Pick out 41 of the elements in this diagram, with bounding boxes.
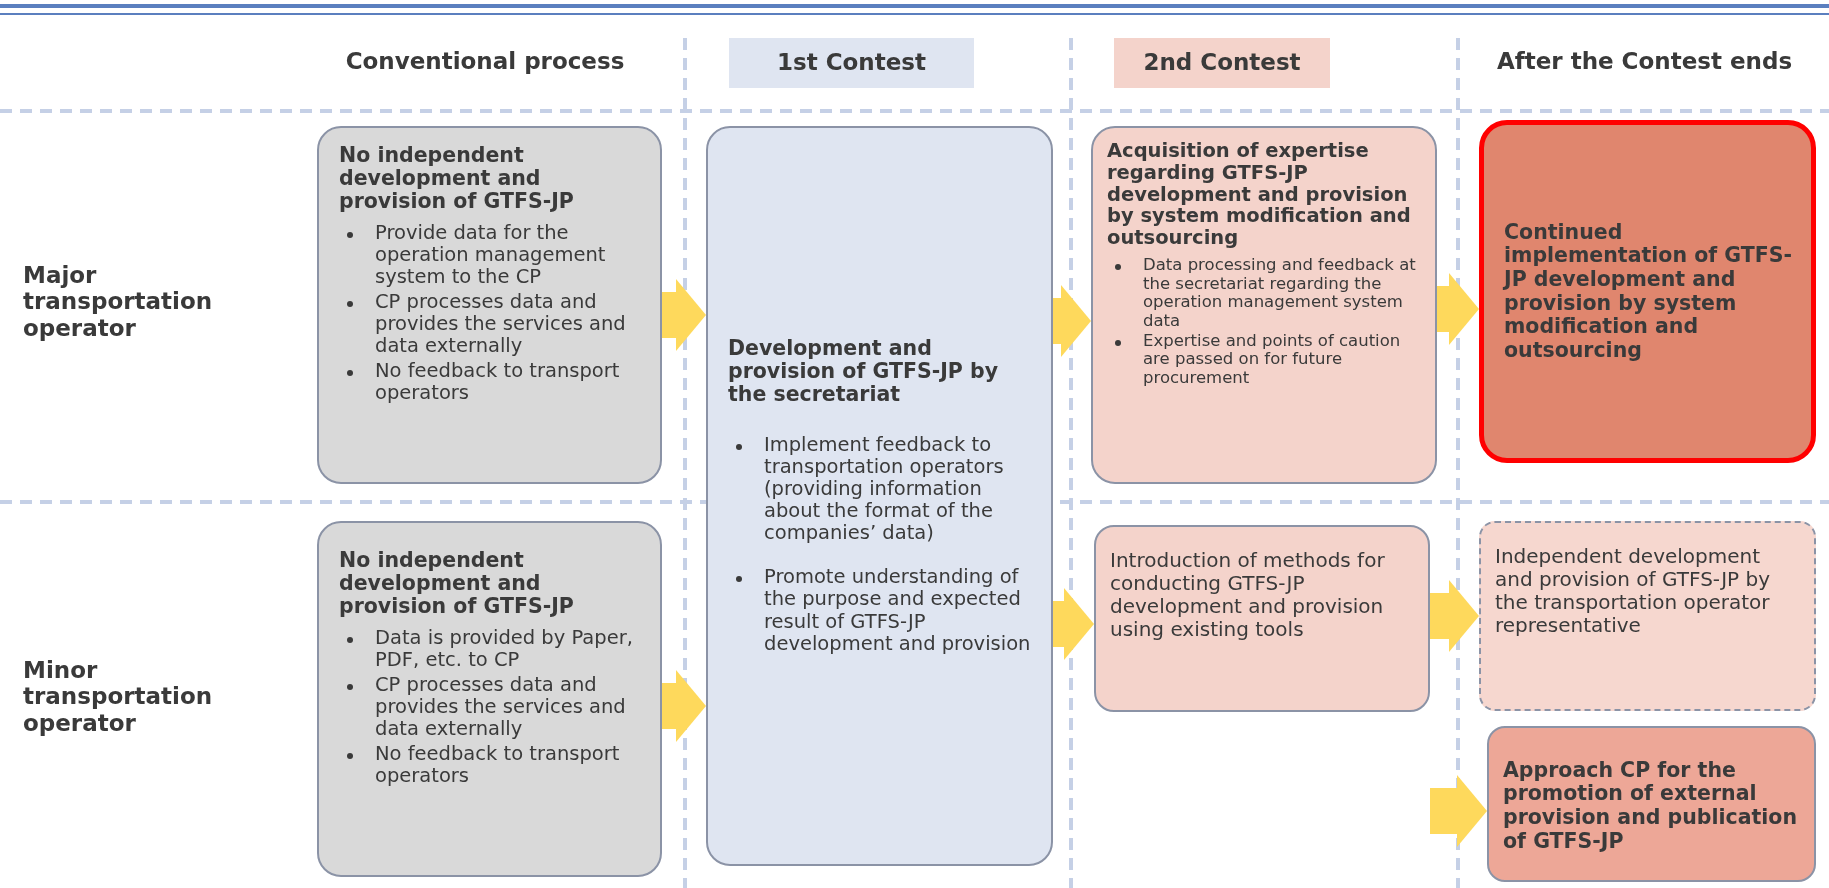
- row-header: Major transportation operator: [23, 262, 214, 342]
- bullet-item: CP processes data and provides the services and data externally: [339, 673, 642, 740]
- block-arrow: [1437, 273, 1479, 345]
- bullet-item: Data is provided by Paper, PDF, etc. to CP: [339, 626, 642, 671]
- process-box: [317, 521, 662, 877]
- block-arrow: [662, 279, 706, 351]
- box-heading: Acquisition of expertise regarding GTFS-JP development and provision by system modification and outsourcing: [1107, 140, 1412, 250]
- column-header: After the Contest ends: [1495, 48, 1794, 75]
- box-heading: No independent development and provision of GTFS-JP: [339, 549, 575, 618]
- box-text: Continued implementation of GTFS-JP development and provision by system modification and outsourcing: [1504, 220, 1793, 363]
- bullet-item: Expertise and points of caution are passed on for future procurement: [1107, 331, 1423, 388]
- box-text: Introduction of methods for conducting GTFS-JP development and provision using existing tools: [1110, 549, 1386, 641]
- process-box: [1479, 120, 1816, 463]
- box-heading: No independent development and provision of GTFS-JP: [339, 144, 575, 213]
- row-header: Minor transportation operator: [23, 657, 214, 737]
- box-text: Independent development and provision of GTFS-JP by the transportation operator representative: [1495, 545, 1771, 637]
- block-arrow: [1053, 285, 1091, 357]
- block-arrow: [662, 670, 706, 742]
- column-header: 2nd Contest: [1142, 50, 1302, 76]
- process-box: [1091, 126, 1437, 484]
- block-arrow: [1430, 775, 1487, 847]
- process-box: [1094, 525, 1430, 712]
- bullet-item: Data processing and feedback at the secretariat regarding the operation management system data: [1107, 256, 1423, 331]
- bullet-item: Implement feedback to transportation operators (providing information about the format of the companies’ data): [728, 434, 1031, 545]
- process-box: [706, 126, 1053, 866]
- bullet-item: No feedback to transport operators: [339, 743, 642, 788]
- process-box: [317, 126, 662, 484]
- bullet-item: CP processes data and provides the services and data externally: [339, 290, 642, 358]
- bullet-item: No feedback to transport operators: [339, 360, 642, 405]
- bullet-item: Provide data for the operation management system to the CP: [339, 221, 642, 288]
- column-header: Conventional process: [344, 48, 626, 75]
- box-text: Approach CP for the promotion of external provision and publication of GTFS-JP: [1503, 758, 1799, 854]
- process-box: [1487, 726, 1816, 882]
- header-box: [1114, 38, 1330, 88]
- column-header: 1st Contest: [776, 50, 927, 76]
- bullet-item: Promote understanding of the purpose and expected result of GTFS-JP development and provision: [728, 566, 1031, 655]
- process-box: [1479, 521, 1816, 711]
- block-arrow: [1430, 580, 1479, 652]
- header-box: [729, 38, 974, 88]
- block-arrow: [1053, 588, 1094, 660]
- box-heading: Development and provision of GTFS-JP by the secretariat: [728, 337, 999, 407]
